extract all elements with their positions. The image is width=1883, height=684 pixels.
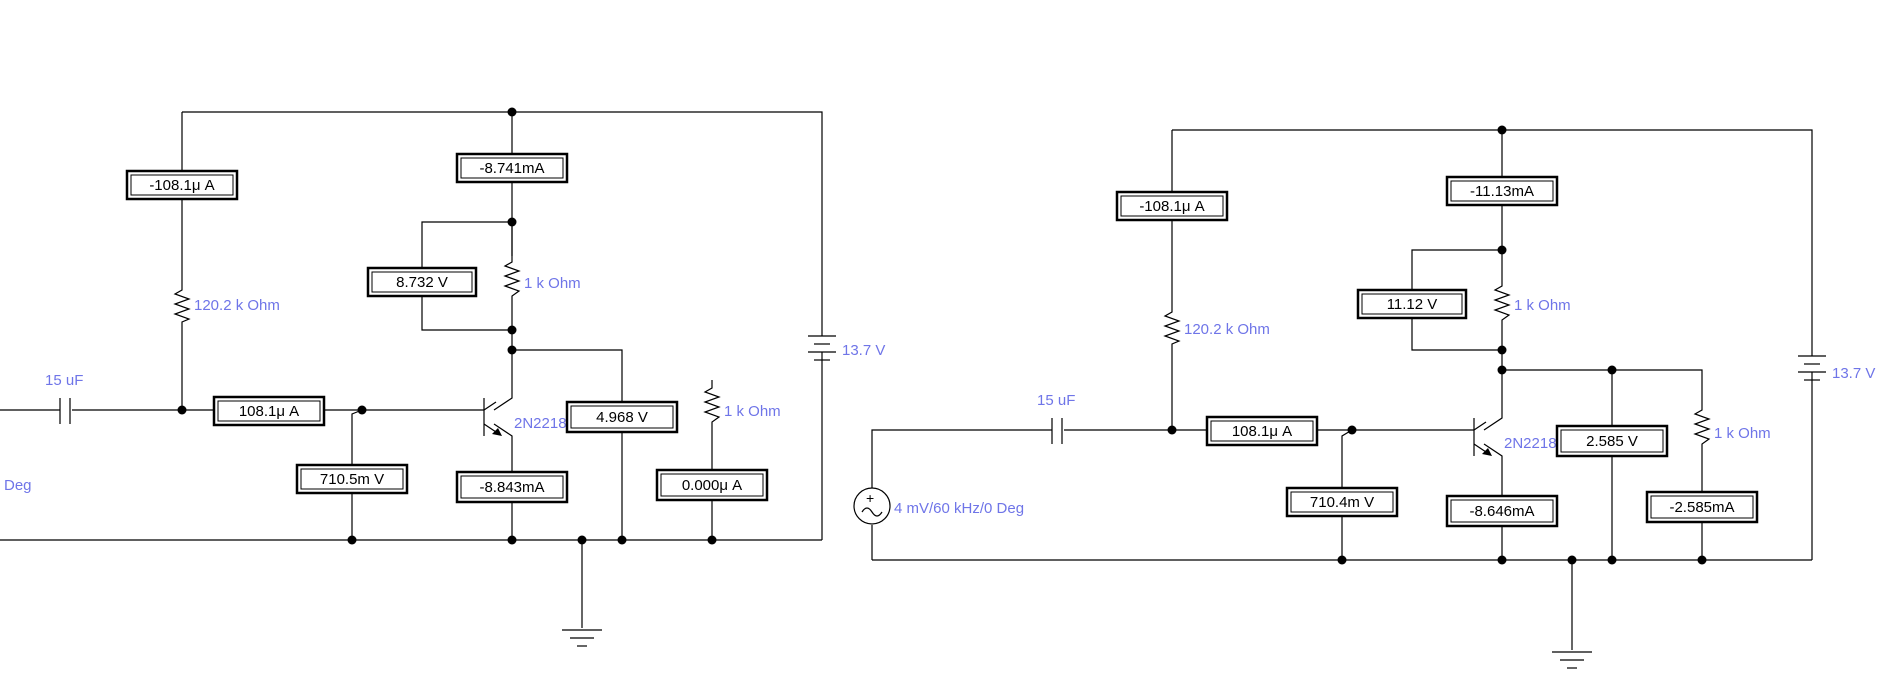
left-rl-resistor — [703, 380, 721, 438]
left-rb-label: 120.2 k Ohm — [194, 297, 280, 314]
right-capacitor-label: 15 uF — [1037, 392, 1075, 409]
circuit-left: 13.7 V 15 uF Deg 120.2 k Ohm 1 k Ohm 1 k… — [0, 107, 885, 647]
left-transistor-label: 2N2218 — [514, 415, 567, 432]
right-battery-symbol — [1798, 355, 1826, 388]
right-rl-resistor — [1693, 400, 1711, 462]
right-meter-ie[interactable]: -8.646mA — [1445, 494, 1559, 528]
left-top-rail — [182, 111, 823, 336]
right-rl-label: 1 k Ohm — [1714, 425, 1771, 442]
right-transistor-label: 2N2218 — [1504, 435, 1557, 452]
left-meter-il-value: 0.000μ A — [682, 477, 742, 494]
right-meter-il[interactable]: -2.585mA — [1645, 490, 1759, 524]
left-source-label: Deg — [4, 477, 32, 494]
left-rb-resistor — [173, 282, 191, 330]
right-source-label: 4 mV/60 kHz/0 Deg — [894, 500, 1024, 517]
left-vrc-wire-bot — [421, 296, 512, 331]
right-vbe-wire-top — [1341, 429, 1353, 488]
right-rb-label: 120.2 k Ohm — [1184, 321, 1270, 338]
right-collector-lead — [1483, 370, 1503, 431]
right-meter-il-value: -2.585mA — [1669, 499, 1734, 516]
right-meter-vbe[interactable]: 710.4m V — [1285, 486, 1399, 518]
left-junctions — [177, 107, 717, 545]
right-meter-ib-top-value: -108.1μ A — [1139, 198, 1204, 215]
left-meter-vc-value: 4.968 V — [596, 409, 648, 426]
right-meter-v-rc[interactable]: 11.12 V — [1356, 288, 1468, 320]
left-meter-ic-top[interactable]: -8.741mA — [455, 152, 569, 184]
right-emitter-lead — [1483, 443, 1503, 496]
left-battery-symbol — [808, 335, 836, 368]
left-meter-ie-value: -8.843mA — [479, 479, 544, 496]
right-source-wire-top — [871, 429, 1050, 488]
svg-text:+: + — [866, 490, 874, 506]
left-meter-v-rc-value: 8.732 V — [396, 274, 448, 291]
right-rb-resistor — [1163, 304, 1181, 352]
left-vrc-wire-top — [421, 221, 512, 268]
left-emitter-lead — [493, 423, 513, 472]
left-wires — [0, 111, 823, 628]
left-meter-v-rc[interactable]: 8.732 V — [366, 266, 478, 298]
left-meter-ie[interactable]: -8.843mA — [455, 470, 569, 504]
left-transistor-symbol — [483, 398, 502, 436]
left-capacitor-symbol — [58, 398, 71, 424]
right-meter-ib-value: 108.1μ A — [1232, 423, 1292, 440]
right-meter-ib-top[interactable]: -108.1μ A — [1115, 190, 1229, 222]
circuit-right: 13.7 V 15 uF + 4 mV/60 kHz/0 Deg 120.2 k… — [853, 125, 1875, 669]
left-ground-symbol — [562, 629, 602, 647]
right-battery-label: 13.7 V — [1832, 365, 1875, 382]
left-meter-il[interactable]: 0.000μ A — [655, 468, 769, 502]
right-capacitor-symbol — [1050, 418, 1063, 444]
left-rc-resistor — [503, 256, 521, 306]
right-meter-ib[interactable]: 108.1μ A — [1205, 415, 1319, 447]
left-vc-wire-top — [512, 349, 623, 402]
left-rl-label: 1 k Ohm — [724, 403, 781, 420]
right-rc-resistor — [1493, 280, 1511, 326]
left-meter-ib[interactable]: 108.1μ A — [212, 395, 326, 427]
right-rc-label: 1 k Ohm — [1514, 297, 1571, 314]
left-battery-label: 13.7 V — [842, 342, 885, 359]
left-meter-vbe-value: 710.5m V — [320, 471, 384, 488]
right-transistor-symbol — [1473, 418, 1492, 456]
right-vrc-wire-bot — [1411, 318, 1502, 351]
left-meter-ib-top[interactable]: -108.1μ A — [125, 169, 239, 201]
left-collector-lead — [493, 350, 513, 411]
left-meter-ic-top-value: -8.741mA — [479, 160, 544, 177]
left-meter-ib-value: 108.1μ A — [239, 403, 299, 420]
right-wires — [871, 129, 1813, 650]
right-ac-source-symbol: + — [853, 487, 891, 525]
left-vbe-wire-top — [351, 409, 363, 465]
right-junctions — [1167, 125, 1707, 565]
right-top-rail — [1172, 129, 1813, 356]
right-load-wire — [1502, 369, 1703, 400]
right-meter-v-rc-value: 11.12 V — [1387, 296, 1438, 313]
right-meter-ic-top-value: -11.13mA — [1470, 183, 1534, 200]
left-meter-ib-top-value: -108.1μ A — [149, 177, 214, 194]
right-meter-vc-value: 2.585 V — [1586, 433, 1638, 450]
left-meter-vbe[interactable]: 710.5m V — [295, 463, 409, 495]
right-meter-ie-value: -8.646mA — [1469, 503, 1534, 520]
right-ground-symbol — [1552, 651, 1592, 669]
right-meter-vc[interactable]: 2.585 V — [1555, 424, 1669, 458]
right-meter-vbe-value: 710.4m V — [1310, 494, 1374, 511]
right-meter-ic-top[interactable]: -11.13mA — [1445, 175, 1559, 207]
left-meter-vc[interactable]: 4.968 V — [565, 400, 679, 434]
left-rc-label: 1 k Ohm — [524, 275, 581, 292]
left-capacitor-label: 15 uF — [45, 372, 83, 389]
right-vrc-wire-top — [1411, 249, 1502, 290]
